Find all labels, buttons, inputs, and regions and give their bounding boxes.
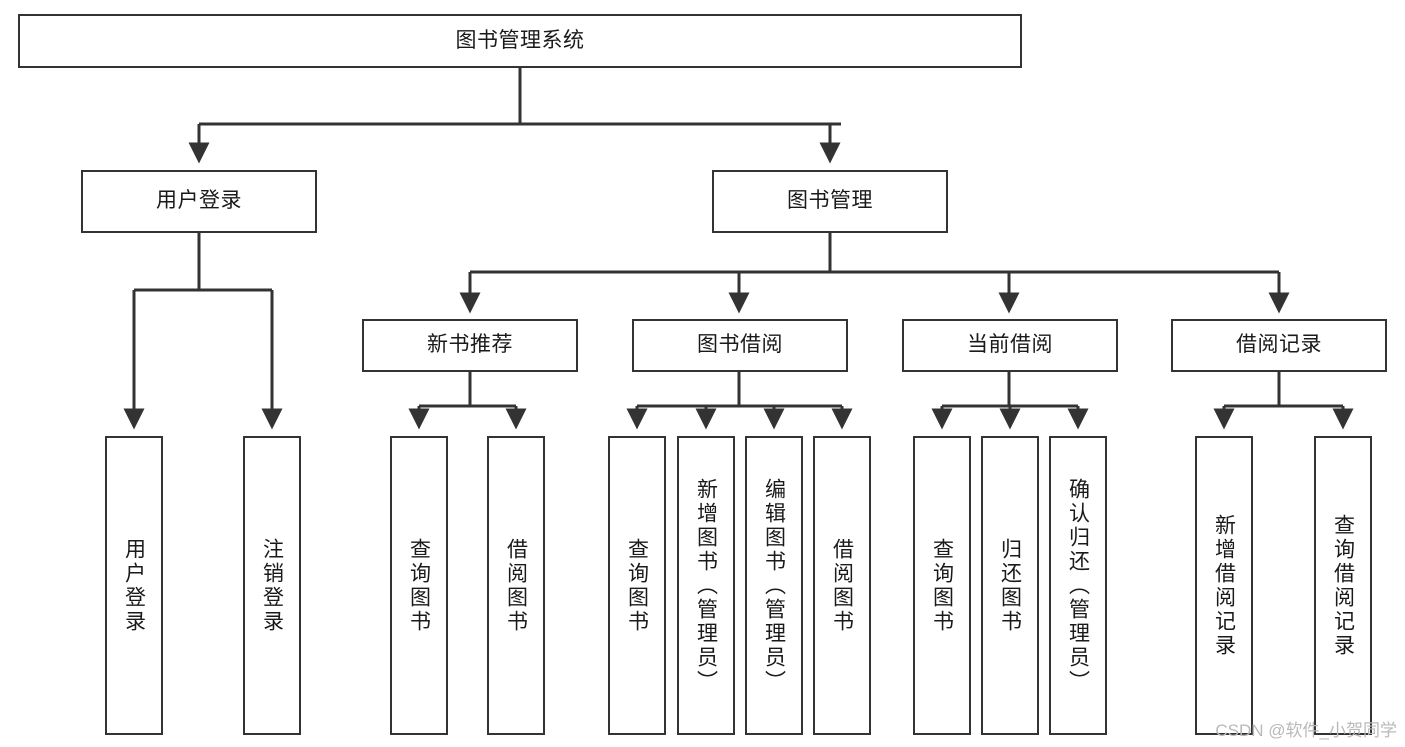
leaf-query-borrow-record-label: 查询借阅记录 — [1331, 513, 1355, 658]
leaf-borrow-book-1-label: 借阅图书 — [504, 537, 528, 634]
node-new-book-recommend-label: 新书推荐 — [427, 333, 513, 357]
leaf-user-login[interactable]: 用户登录 — [105, 436, 163, 735]
leaf-query-book-2[interactable]: 查询图书 — [608, 436, 666, 735]
leaf-borrow-book-2[interactable]: 借阅图书 — [813, 436, 871, 735]
leaf-confirm-return-label: 确认归还（管理员） — [1066, 477, 1090, 694]
node-root-label: 图书管理系统 — [455, 28, 585, 52]
node-current-borrow-label: 当前借阅 — [967, 333, 1053, 357]
leaf-query-book-1[interactable]: 查询图书 — [390, 436, 448, 735]
leaf-edit-book[interactable]: 编辑图书（管理员） — [745, 436, 803, 735]
leaf-confirm-return[interactable]: 确认归还（管理员） — [1049, 436, 1107, 735]
leaf-query-book-1-label: 查询图书 — [407, 537, 431, 634]
node-root[interactable]: 图书管理系统 — [18, 14, 1022, 68]
node-book-management-label: 图书管理 — [787, 189, 873, 213]
leaf-borrow-book-2-label: 借阅图书 — [830, 537, 854, 634]
leaf-query-book-3-label: 查询图书 — [930, 537, 954, 634]
leaf-logout-login-label: 注销登录 — [260, 537, 284, 634]
leaf-add-borrow-record-label: 新增借阅记录 — [1212, 513, 1236, 658]
leaf-add-borrow-record[interactable]: 新增借阅记录 — [1195, 436, 1253, 735]
csdn-watermark: CSDN @软件_小贺同学 — [1215, 721, 1397, 740]
node-borrow-record[interactable]: 借阅记录 — [1171, 319, 1387, 372]
leaf-query-book-3[interactable]: 查询图书 — [913, 436, 971, 735]
leaf-logout-login[interactable]: 注销登录 — [243, 436, 301, 735]
leaf-return-book-label: 归还图书 — [998, 537, 1022, 634]
node-new-book-recommend[interactable]: 新书推荐 — [362, 319, 578, 372]
node-user-login-label: 用户登录 — [156, 189, 242, 213]
leaf-add-book[interactable]: 新增图书（管理员） — [677, 436, 735, 735]
node-book-borrow[interactable]: 图书借阅 — [632, 319, 848, 372]
node-borrow-record-label: 借阅记录 — [1236, 333, 1322, 357]
node-user-login[interactable]: 用户登录 — [81, 170, 317, 233]
leaf-query-book-2-label: 查询图书 — [625, 537, 649, 634]
node-current-borrow[interactable]: 当前借阅 — [902, 319, 1118, 372]
node-book-management[interactable]: 图书管理 — [712, 170, 948, 233]
leaf-add-book-label: 新增图书（管理员） — [694, 477, 718, 694]
leaf-query-borrow-record[interactable]: 查询借阅记录 — [1314, 436, 1372, 735]
leaf-borrow-book-1[interactable]: 借阅图书 — [487, 436, 545, 735]
leaf-user-login-label: 用户登录 — [122, 537, 146, 634]
node-book-borrow-label: 图书借阅 — [697, 333, 783, 357]
leaf-return-book[interactable]: 归还图书 — [981, 436, 1039, 735]
leaf-edit-book-label: 编辑图书（管理员） — [762, 477, 786, 694]
